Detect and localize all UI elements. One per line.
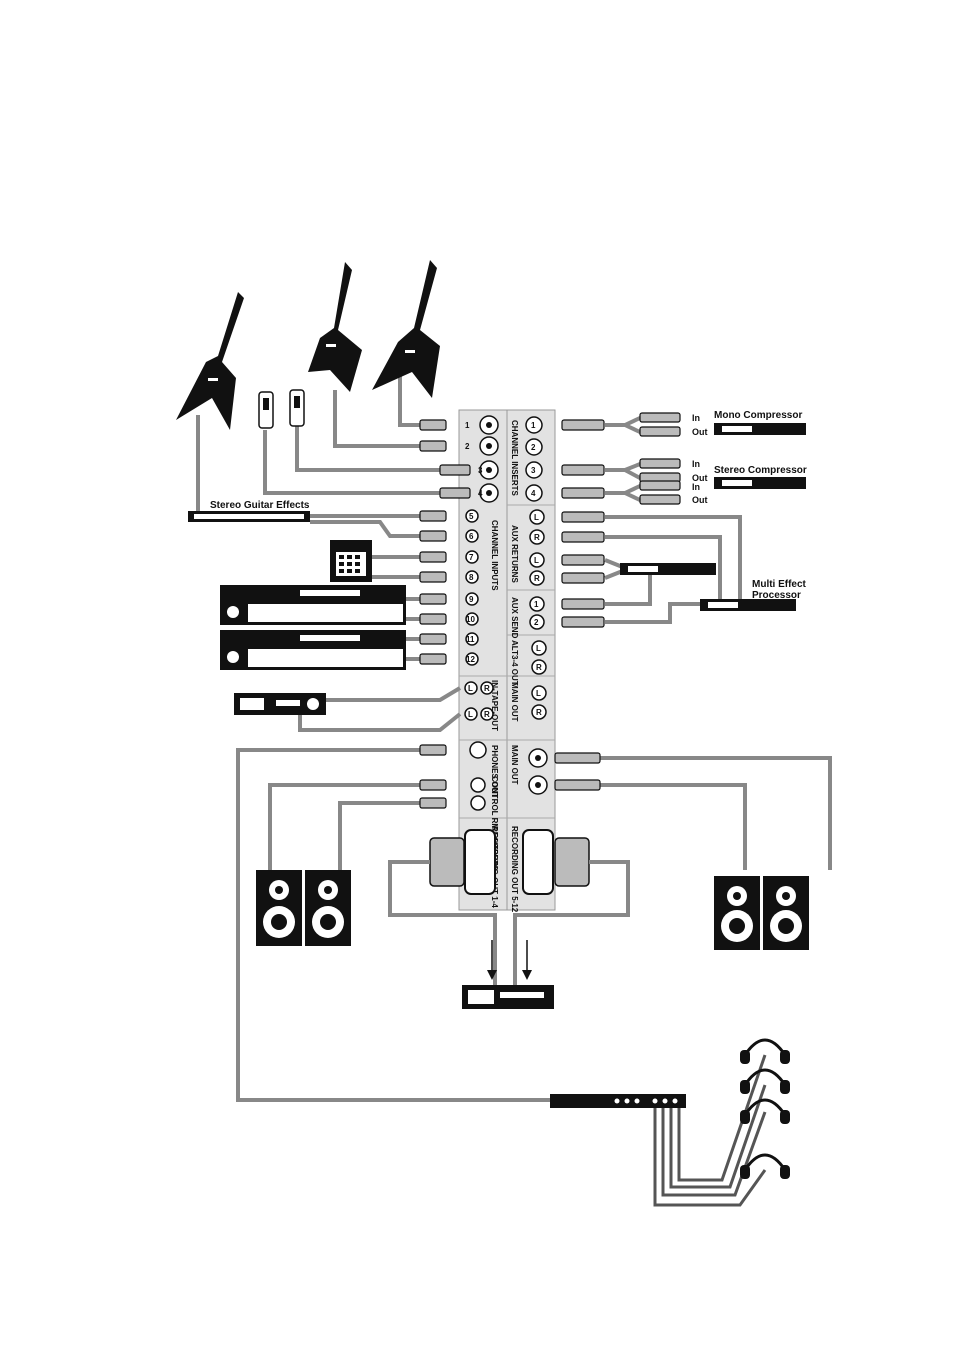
- headphones-icon: [740, 1038, 790, 1064]
- label-out-1: Out: [692, 427, 708, 437]
- guitar-icon: [176, 292, 244, 430]
- label-aux-send: AUX SEND: [510, 597, 519, 639]
- jack-aux2-l: L: [534, 556, 539, 565]
- label-in-1: In: [692, 413, 700, 423]
- speaker-icon: [763, 876, 809, 950]
- jack-aux2-r: R: [534, 574, 540, 583]
- jack-ch10: 10: [466, 615, 475, 624]
- label-main-out-1: MAIN OUT: [510, 682, 519, 722]
- jack-ch8: 8: [469, 573, 474, 582]
- label-control-rm: CONTROL RM OUTPUTS: [490, 776, 499, 871]
- keyboard-icon: [220, 630, 406, 670]
- jack-tape-l1: L: [468, 684, 473, 693]
- tape-jacks: [464, 681, 494, 721]
- output-jacks: [469, 741, 548, 811]
- label-mono-compressor: Mono Compressor: [714, 410, 802, 421]
- label-recording-out-b: RECORDING OUT 5-12: [510, 826, 519, 913]
- guitar-icon: [308, 262, 362, 392]
- headphone-amp-unit: [550, 1094, 686, 1108]
- multi-effect-processor-unit: [620, 563, 796, 611]
- microphone-icon: [258, 391, 274, 429]
- label-out-3: Out: [692, 495, 708, 505]
- label-in-2: In: [692, 459, 700, 469]
- jack-main-r: R: [536, 708, 542, 717]
- microphone-icon: [289, 389, 305, 427]
- jack-aux1-l: L: [534, 513, 539, 522]
- label-out-2: Out: [692, 473, 708, 483]
- jack-tape-r1: R: [484, 684, 490, 693]
- headphones-icon: [740, 1068, 790, 1094]
- jack-ins2: 2: [531, 443, 536, 452]
- jack-alt-l: L: [536, 644, 541, 653]
- jack-ch7: 7: [469, 553, 474, 562]
- label-multi-effect-2: Processor: [752, 590, 801, 601]
- tape-deck-icon: [234, 693, 326, 715]
- jack-main-l: L: [536, 689, 541, 698]
- jack-ins3: 3: [531, 466, 536, 475]
- jack-ins4: 4: [531, 489, 536, 498]
- arrow-down-icon: [487, 940, 532, 980]
- label-stereo-guitar-effects: Stereo Guitar Effects: [210, 500, 310, 511]
- jack-send2: 2: [534, 618, 539, 627]
- label-in-3: In: [692, 482, 700, 492]
- jack-tape-l2: L: [468, 710, 473, 719]
- db25-connectors: [429, 829, 590, 895]
- jack-ch1: 1: [465, 421, 470, 430]
- multitrack-recorder-icon: [462, 985, 554, 1009]
- jack-ch12: 12: [466, 655, 475, 664]
- jack-ch6: 6: [469, 532, 474, 541]
- jack-ch5: 5: [469, 512, 474, 521]
- label-aux-returns: AUX RETURNS: [510, 525, 519, 583]
- stereo-compressor-unit: [714, 477, 806, 489]
- headphones-icon: [740, 1153, 790, 1179]
- jack-tape-r2: R: [484, 710, 490, 719]
- jack-alt-r: R: [536, 663, 542, 672]
- channel-input-jacks: [465, 415, 499, 666]
- label-alt-out: ALT3-4 OUT: [510, 640, 519, 686]
- speaker-icon: [714, 876, 760, 950]
- stereo-guitar-effects-unit: [188, 511, 310, 522]
- jack-send1: 1: [534, 600, 539, 609]
- mono-compressor-unit: [714, 423, 806, 435]
- label-channel-inputs: CHANNEL INPUTS: [490, 520, 499, 591]
- guitar-icon: [372, 260, 440, 398]
- label-phones-out: PHONES OUT: [490, 745, 499, 798]
- label-stereo-compressor: Stereo Compressor: [714, 465, 807, 476]
- jack-ch2: 2: [465, 442, 470, 451]
- label-channel-inserts: CHANNEL INSERTS: [510, 420, 519, 497]
- label-in-tape-out: IN-TAPE-OUT: [490, 680, 499, 731]
- jack-ins1: 1: [531, 421, 536, 430]
- speaker-icon: [305, 870, 351, 946]
- keyboard-icon: [220, 585, 406, 625]
- drum-machine-icon: [330, 540, 372, 582]
- jack-ch4: 4: [478, 489, 483, 498]
- jack-aux1-r: R: [534, 533, 540, 542]
- plugs: [419, 412, 681, 809]
- headphones-icon: [740, 1098, 790, 1124]
- jack-ch9: 9: [469, 595, 474, 604]
- label-multi-effect-1: Multi Effect: [752, 579, 807, 590]
- insert-jacks: [525, 416, 547, 720]
- label-main-out-2: MAIN OUT: [510, 745, 519, 785]
- jack-ch3: 3: [478, 466, 483, 475]
- speaker-icon: [256, 870, 302, 946]
- jack-ch11: 11: [466, 635, 475, 644]
